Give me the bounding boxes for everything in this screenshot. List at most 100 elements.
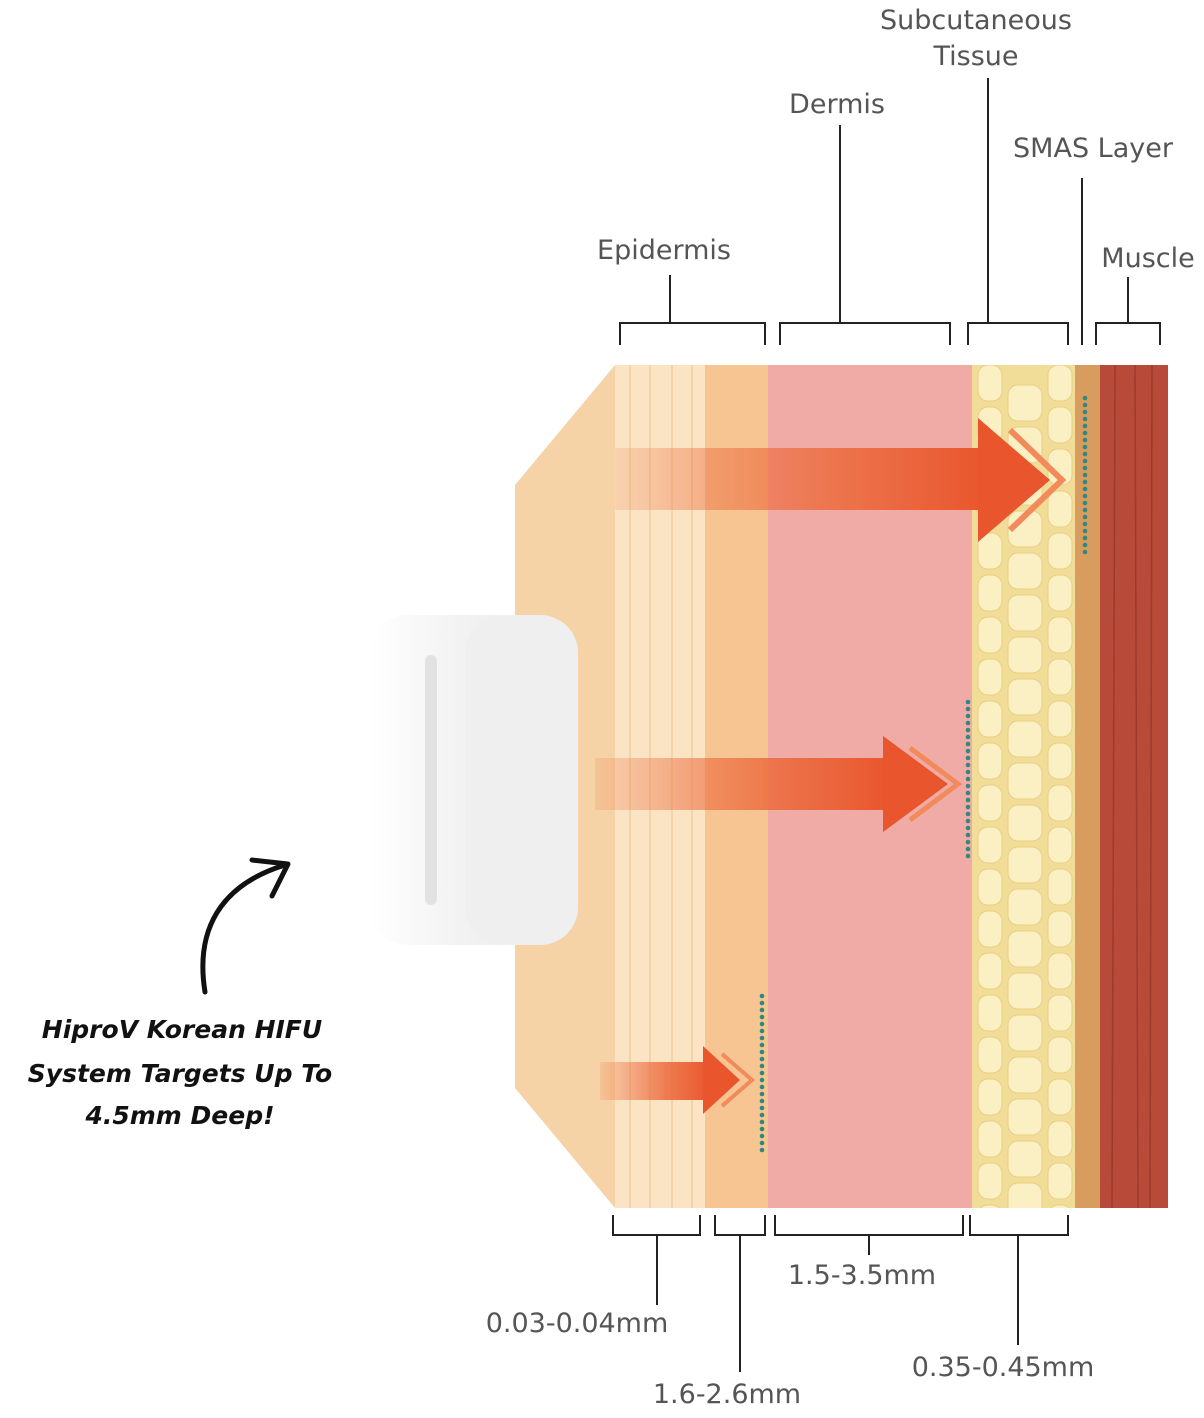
focal-dot [965,748,971,754]
fat-cell [977,1036,1003,1074]
fat-cell [1047,1120,1073,1158]
focal-dot [1082,458,1088,464]
callout-line-3: 4.5mm Deep! [84,1101,274,1130]
focal-dot [759,1028,765,1034]
focal-dot [759,1126,765,1132]
fat-cell [977,532,1003,570]
fat-cell [1047,868,1073,906]
focal-dot [965,755,971,761]
fat-cell [1047,1162,1073,1200]
fat-cell [977,826,1003,864]
focal-dot [759,1091,765,1097]
focal-dot [965,720,971,726]
fat-cell [1007,594,1043,632]
fat-cell [1047,910,1073,948]
top-brackets [619,78,1161,345]
fat-cell [1047,994,1073,1032]
fat-cell [1047,742,1073,780]
focal-dot [1082,437,1088,443]
callout-line-2: System Targets Up To [28,1059,332,1088]
focal-dot [1082,465,1088,471]
callout-line-1: HiproV Korean HIFU [42,1015,322,1044]
fat-cell [1007,636,1043,674]
focal-dot [1082,493,1088,499]
focal-points [759,395,1088,1153]
focal-dot [965,734,971,740]
focal-dot [965,762,971,768]
focal-dot [759,1035,765,1041]
fat-cell [1047,532,1073,570]
fat-cell [1007,1098,1043,1136]
fat-cell [977,700,1003,738]
focal-dot [759,1105,765,1111]
focal-dot [759,1049,765,1055]
fat-cell [977,742,1003,780]
fat-cell [1007,972,1043,1010]
focal-dot [1082,423,1088,429]
energy-arrow-deep [615,418,1067,542]
fat-cell [977,784,1003,822]
fat-cell [1047,574,1073,612]
fat-cell [1007,804,1043,842]
focal-dot [759,1021,765,1027]
focal-dot [1082,528,1088,534]
fat-cell [1047,658,1073,696]
focal-dot [1082,479,1088,485]
fat-cell [1007,552,1043,590]
focal-dot [1082,535,1088,541]
energy-arrow-shallow [600,1046,756,1114]
focal-dot [965,713,971,719]
focal-dot [965,797,971,803]
focal-dot [759,1147,765,1153]
fat-cell [977,868,1003,906]
fat-cell [1007,888,1043,926]
focal-dot [965,776,971,782]
fat-cell [977,1120,1003,1158]
fat-cell [977,574,1003,612]
focal-dot [759,1000,765,1006]
focal-dot [965,846,971,852]
energy-arrow-mid [595,736,963,832]
fat-cell [1047,952,1073,990]
fat-cell [977,616,1003,654]
focal-dot [1082,521,1088,527]
focal-dot [1082,444,1088,450]
muscle-fibers [1111,365,1153,1208]
focal-dot [1082,542,1088,548]
fat-cell [1047,490,1073,528]
focal-dot [1082,395,1088,401]
focal-dot [965,706,971,712]
focal-dot [965,853,971,859]
focal-dot [759,1112,765,1118]
fat-cell [977,1204,1003,1208]
fat-cell [977,1162,1003,1200]
focal-dot [1082,402,1088,408]
focal-dot [965,832,971,838]
fat-cell [977,994,1003,1032]
focal-dot [965,811,971,817]
focal-dot [759,1077,765,1083]
label-dermis: Dermis [789,89,885,120]
focal-dot [1082,486,1088,492]
fat-cell [977,365,1003,402]
focal-dot [965,783,971,789]
focal-dot [759,1140,765,1146]
fat-cell [977,658,1003,696]
muscle-layer [1100,365,1168,1208]
focal-dot [965,839,971,845]
focal-dot [965,699,971,705]
focal-dot [759,1007,765,1013]
fat-cell [1047,700,1073,738]
focal-dot [965,741,971,747]
fat-cell [1047,1078,1073,1116]
focal-dot [759,1056,765,1062]
fat-cell [1047,1036,1073,1074]
fat-cell [1047,826,1073,864]
fat-cell [1047,1204,1073,1208]
focal-dot [759,1014,765,1020]
label-subcutaneous-1: Subcutaneous [880,5,1072,36]
label-epidermis: Epidermis [597,235,731,266]
bottom-brackets [612,1215,1069,1372]
smas-layer [1075,365,1103,1208]
fat-cell [1007,930,1043,968]
